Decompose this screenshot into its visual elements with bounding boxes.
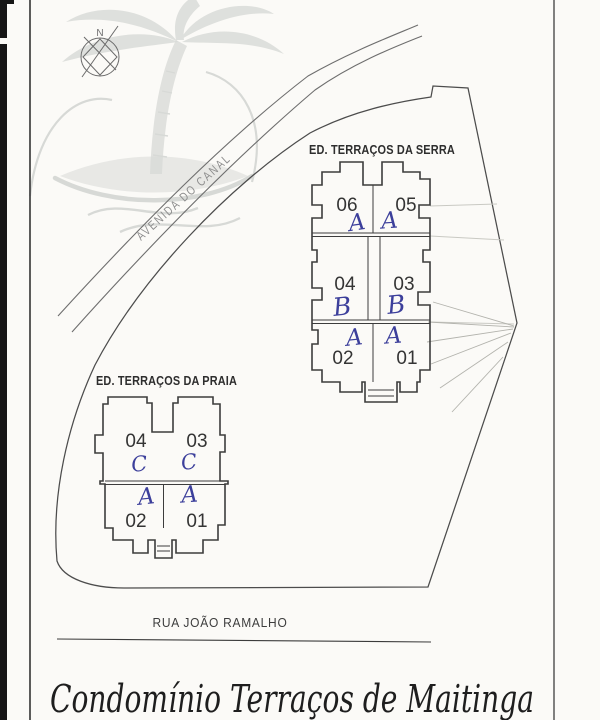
unit-number: 01 [186,511,207,532]
handwritten-note: B [330,291,352,322]
scan-edge-tick [0,0,14,4]
handwritten-note: A [378,207,398,234]
unit-number: 03 [393,274,414,295]
watermark-arc-left [28,97,113,197]
unit-number: 02 [125,511,146,532]
building-serra-inner-walls [312,185,430,397]
watermark-trunk-rings [152,70,176,158]
handwritten-note: A [135,483,156,511]
unit-number: 04 [125,431,147,452]
avenue-road-line-outer [57,24,419,317]
compass-north-label: N [96,28,103,39]
scan-edge-bar [0,0,7,720]
handwritten-note: C [130,451,148,477]
palm-tree-watermark [28,0,284,234]
watermark-island-swoosh [52,173,255,203]
watermark-arc-right [205,70,258,183]
scan-edge-gap [0,38,7,44]
plot-boundary [55,85,518,589]
watermark-wave-2 [119,216,241,234]
hatch-area [426,203,515,413]
building-serra: ED. TERRAÇOS DA SERRA 06 05 A A 04 03 B … [309,142,455,403]
building-praia-outline [94,396,229,559]
compass-star [82,38,118,76]
compass-rose-icon: N [80,25,120,78]
unit-number: 06 [336,195,357,216]
watermark-palm-trunk [150,40,187,174]
handwritten-note: B [384,289,406,320]
watermark-island [60,156,248,193]
handwritten-note: C [179,449,198,475]
plot-title: Condomínio Terraços de Maitinga [50,677,534,720]
compass-needle-2 [83,36,117,71]
building-label-serra: ED. TERRAÇOS DA SERRA [309,142,455,157]
avenue-road-line-inner [71,35,423,333]
faint-line-3 [429,321,515,325]
building-praia: ED. TERRAÇOS DA PRAIA 04 03 C C A A 02 0… [94,373,237,559]
handwritten-note: A [343,324,364,352]
unit-number: 03 [186,431,207,452]
building-serra-outline [311,161,431,403]
faint-line-2 [429,235,505,241]
street-label: RUA JOÃO RAMALHO [153,615,288,630]
handwritten-note: A [382,322,402,349]
unit-number: 05 [395,195,416,216]
building-label-praia: ED. TERRAÇOS DA PRAIA [96,373,237,388]
street-line [56,638,432,643]
watermark-wave-1 [87,206,199,217]
unit-number: 01 [396,348,417,369]
building-praia-inner-walls [105,480,225,552]
unit-number: 04 [334,274,356,295]
hatch-lines [426,301,515,413]
unit-number: 02 [332,348,353,369]
watermark-palm-fronds [62,0,284,62]
faint-line-1 [429,203,498,207]
compass-circle [80,37,120,77]
street-rua-joao-ramalho: RUA JOÃO RAMALHO [56,615,432,643]
handwritten-note: A [345,209,367,237]
handwritten-note: A [178,481,198,508]
compass-needle-1 [81,25,119,78]
